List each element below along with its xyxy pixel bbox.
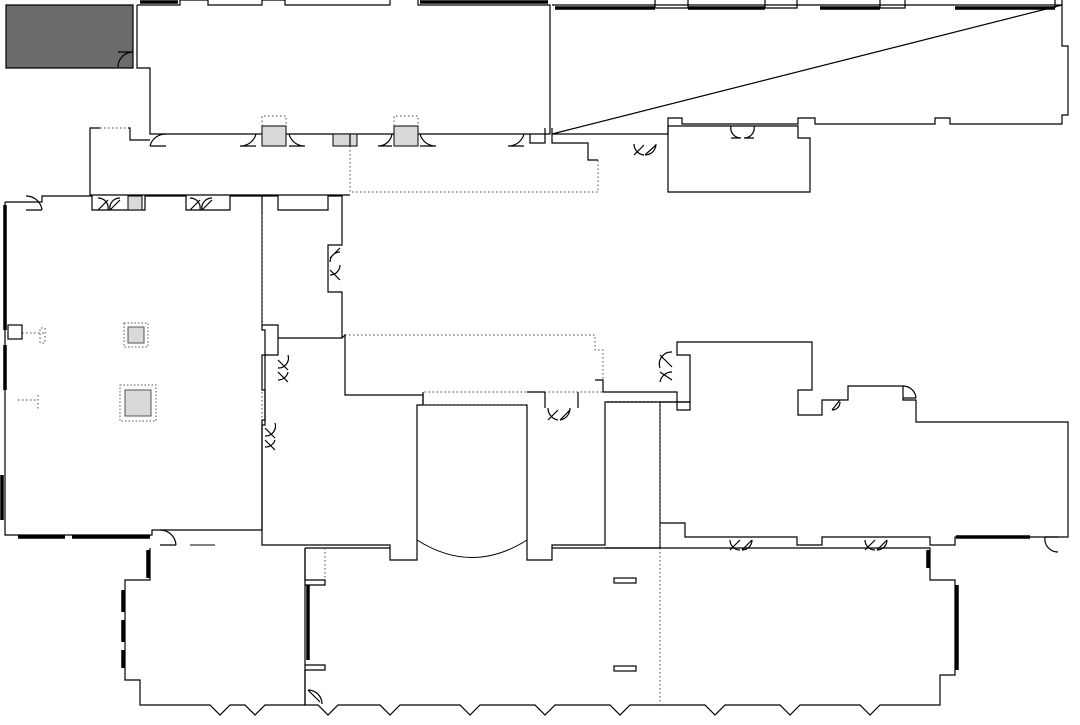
room-east-ballroom[interactable] — [658, 341, 1069, 553]
room-west-ballroom[interactable] — [0, 195, 266, 546]
room-north-hall-west[interactable] — [136, 0, 551, 147]
room-central-lounge[interactable] — [345, 334, 691, 561]
room-west-side[interactable] — [262, 195, 343, 339]
room-north-hall-east[interactable] — [551, 0, 1069, 135]
room-central-hall[interactable] — [190, 333, 424, 561]
corridor-north[interactable] — [89, 127, 599, 196]
room-south-east[interactable] — [659, 547, 959, 716]
room-highlighted[interactable] — [5, 4, 134, 69]
room-south-central[interactable] — [304, 547, 660, 716]
room-south-west[interactable] — [121, 548, 310, 716]
room-north-annex[interactable] — [633, 125, 811, 193]
room-vestibule[interactable] — [605, 401, 661, 549]
